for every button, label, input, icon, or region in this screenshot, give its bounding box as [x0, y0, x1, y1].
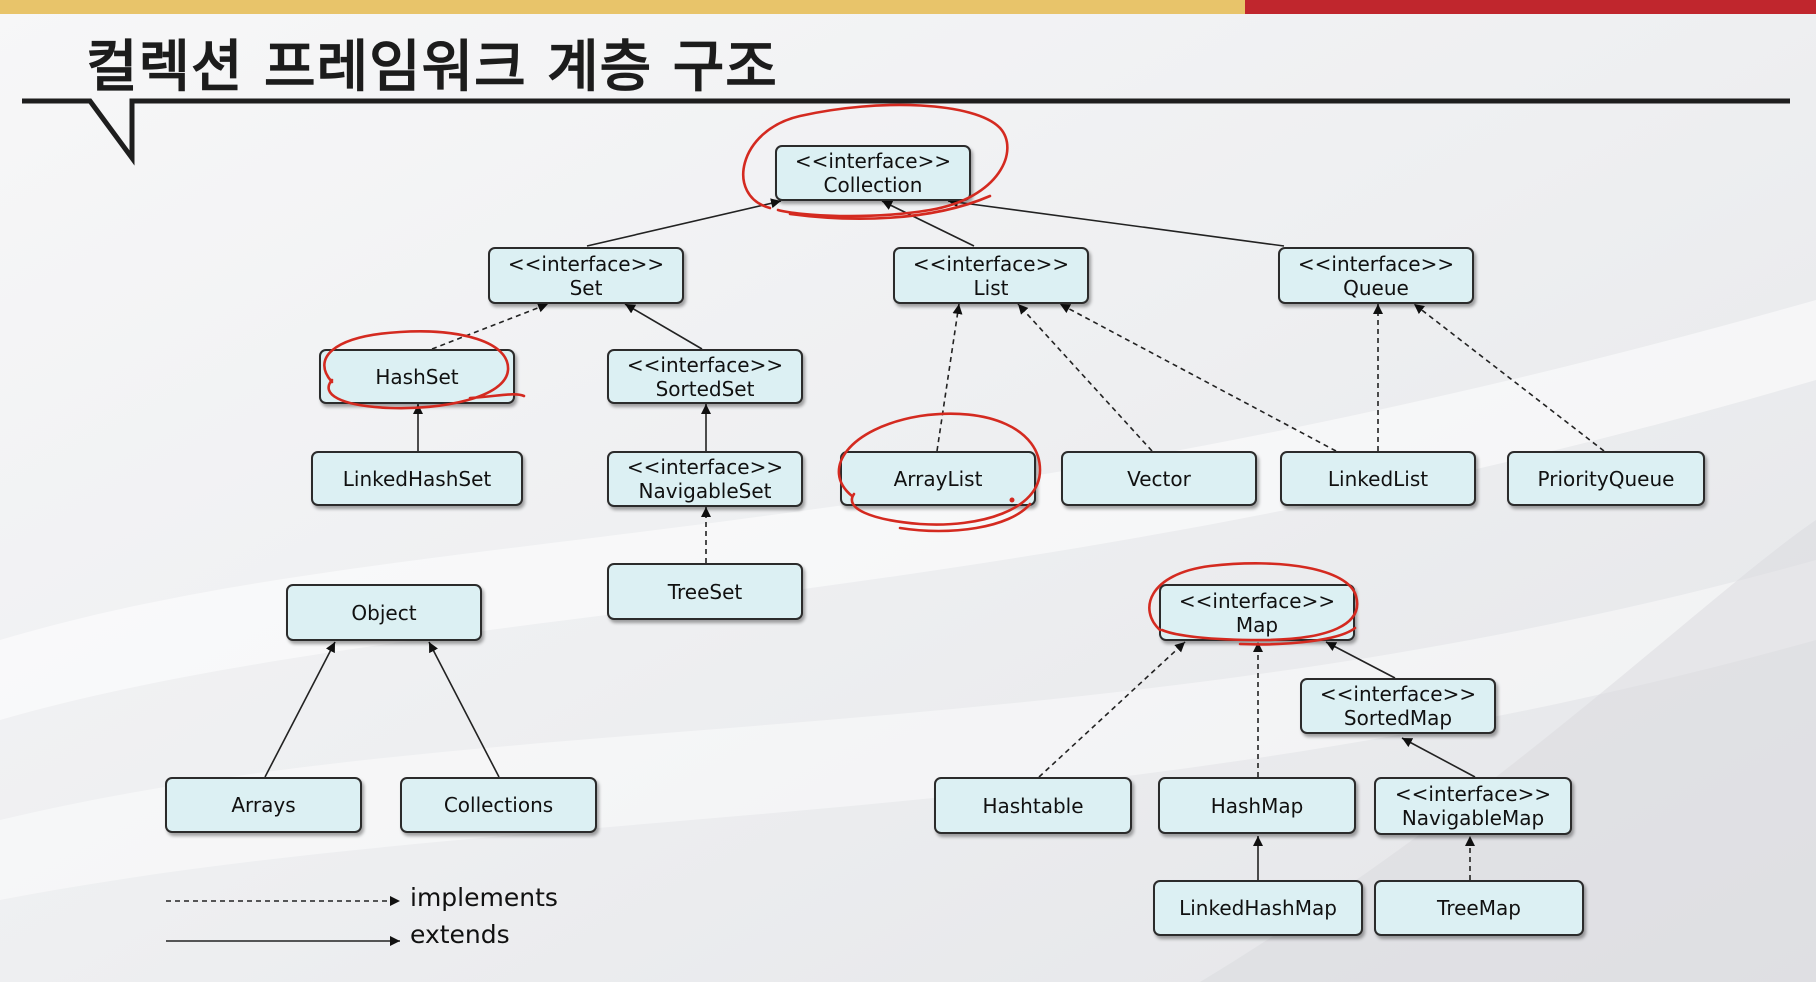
node-linkedlist-name: LinkedList	[1327, 466, 1429, 491]
node-treeset-name: TreeSet	[667, 579, 743, 604]
node-map-name: Map	[1235, 612, 1279, 637]
node-arraylist-name: ArrayList	[893, 466, 983, 491]
node-sortedset-stereotype: <<interface>>	[626, 352, 784, 377]
node-linkedlist: LinkedList	[1280, 451, 1476, 506]
node-queue-stereotype: <<interface>>	[1297, 251, 1455, 276]
node-collections-name: Collections	[443, 793, 554, 817]
node-object-name: Object	[351, 600, 417, 625]
node-map: <<interface>> Map	[1159, 584, 1355, 641]
node-arrays: Arrays	[165, 777, 362, 833]
node-priorityqueue: PriorityQueue	[1507, 451, 1705, 506]
node-treeset: TreeSet	[607, 563, 803, 620]
node-list-stereotype: <<interface>>	[912, 251, 1070, 276]
node-collection-stereotype: <<interface>>	[794, 149, 952, 173]
node-collection-name: Collection	[823, 173, 923, 197]
node-hashset: HashSet	[319, 349, 515, 404]
edge-linkedlist-list	[1059, 303, 1337, 452]
legend-implements-label: implements	[410, 883, 558, 912]
node-navigableset: <<interface>> NavigableSet	[607, 451, 803, 507]
edge-arraylist-list	[936, 303, 963, 452]
node-linkedhashmap: LinkedHashMap	[1153, 880, 1363, 936]
node-linkedhashset-name: LinkedHashSet	[342, 466, 492, 491]
node-treemap-name: TreeMap	[1437, 896, 1521, 920]
node-set: <<interface>> Set	[488, 247, 684, 304]
node-hashtable-name: Hashtable	[982, 793, 1084, 818]
node-sortedset: <<interface>> SortedSet	[607, 349, 803, 404]
node-collection: <<interface>> Collection	[775, 145, 971, 201]
node-set-name: Set	[569, 275, 603, 300]
node-arrays-name: Arrays	[231, 793, 296, 817]
node-hashtable: Hashtable	[934, 777, 1132, 834]
top-accent-bar-red	[1245, 0, 1816, 14]
node-list-name: List	[973, 275, 1009, 300]
node-sortedset-name: SortedSet	[655, 376, 755, 401]
node-sortedmap: <<interface>> SortedMap	[1300, 678, 1496, 734]
node-queue-name: Queue	[1343, 275, 1409, 300]
edge-collections-object	[428, 641, 500, 778]
node-treemap: TreeMap	[1374, 880, 1584, 936]
node-collections: Collections	[400, 777, 597, 833]
edge-queue-collection	[947, 197, 1285, 247]
node-navigableset-name: NavigableSet	[638, 479, 772, 503]
node-object: Object	[286, 584, 482, 641]
node-linkedhashset: LinkedHashSet	[311, 451, 523, 506]
legend-extends-label: extends	[410, 920, 510, 949]
node-queue: <<interface>> Queue	[1278, 247, 1474, 304]
edge-arrays-object	[264, 641, 336, 778]
edge-vector-list	[1017, 303, 1153, 452]
node-priorityqueue-name: PriorityQueue	[1537, 466, 1675, 491]
node-sortedmap-name: SortedMap	[1343, 706, 1453, 730]
node-vector: Vector	[1061, 451, 1257, 506]
edge-list-collection	[881, 200, 975, 247]
edge-set-collection	[586, 198, 782, 247]
node-navigablemap-name: NavigableMap	[1401, 806, 1545, 830]
node-linkedhashmap-name: LinkedHashMap	[1179, 896, 1337, 920]
node-hashmap-name: HashMap	[1210, 793, 1304, 818]
node-navigablemap-stereotype: <<interface>>	[1394, 782, 1552, 806]
node-arraylist: ArrayList	[840, 451, 1036, 506]
edge-hashset-set	[431, 302, 549, 350]
node-set-stereotype: <<interface>>	[507, 251, 665, 276]
edge-sortedset-set	[624, 303, 703, 350]
top-accent-bar-gold	[0, 0, 1245, 14]
slide-title: 컬렉션 프레임워크 계층 구조	[86, 35, 778, 100]
edge-sortedmap-map	[1325, 641, 1396, 679]
node-vector-name: Vector	[1127, 466, 1191, 491]
node-sortedmap-stereotype: <<interface>>	[1319, 682, 1477, 706]
node-hashset-name: HashSet	[375, 364, 459, 389]
node-list: <<interface>> List	[893, 247, 1089, 304]
node-navigableset-stereotype: <<interface>>	[626, 455, 784, 479]
edge-navigablemap-sortedmap	[1401, 737, 1476, 778]
edge-hashtable-map	[1038, 641, 1186, 778]
edge-priorityqueue-queue	[1413, 303, 1605, 452]
node-navigablemap: <<interface>> NavigableMap	[1374, 777, 1572, 835]
node-hashmap: HashMap	[1158, 777, 1356, 834]
node-map-stereotype: <<interface>>	[1178, 588, 1336, 613]
